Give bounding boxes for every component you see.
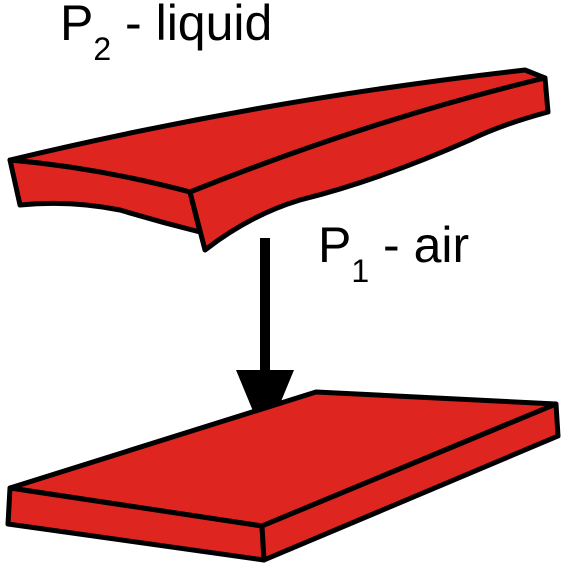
top-plate-front-face [7,157,203,235]
label-p1-text: - air [369,217,469,273]
top-plate-side-face [187,75,551,253]
label-p1-air: P1 - air [318,217,469,289]
label-p2-text: - liquid [111,0,272,51]
down-arrow-icon [236,238,294,440]
bottom-flat-plate [5,389,561,563]
top-curved-plate [7,67,551,253]
label-p1-subscript: 1 [351,253,369,289]
label-p2-subscript: 2 [93,31,111,67]
label-p2-liquid: P2 - liquid [60,0,272,67]
bottom-plate-side-face [259,401,561,563]
label-p2-symbol: P [60,0,93,51]
label-p1-symbol: P [318,217,351,273]
